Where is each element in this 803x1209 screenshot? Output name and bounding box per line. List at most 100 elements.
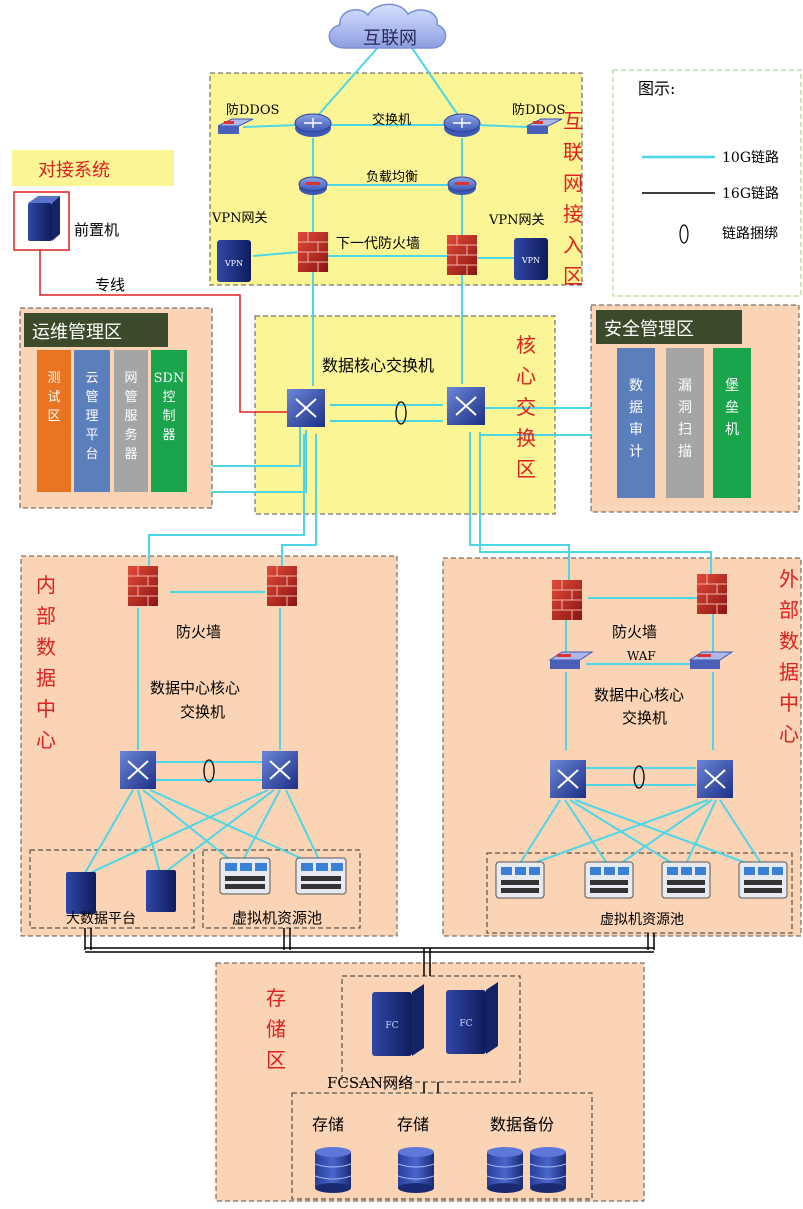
storage-zone-title-char: 区 bbox=[266, 1048, 286, 1072]
legend-bundle-icon bbox=[679, 224, 689, 244]
dc-core-switch-icon bbox=[262, 751, 298, 789]
security-column-char: 描 bbox=[678, 444, 692, 460]
external-dc-title-char: 心 bbox=[779, 722, 799, 746]
firewall-icon bbox=[128, 566, 158, 606]
security-column-char: 计 bbox=[629, 444, 643, 460]
external-core-switch-label-2: 交换机 bbox=[622, 709, 667, 727]
ops-column-char: 测 bbox=[47, 371, 60, 386]
ops-column-char: 控 bbox=[162, 390, 175, 405]
front-server-label: 前置机 bbox=[74, 221, 119, 239]
storage-label: 存储 bbox=[312, 1115, 344, 1134]
firewall-icon bbox=[697, 574, 727, 614]
waf-icon bbox=[548, 651, 594, 669]
ops-title: 运维管理区 bbox=[32, 322, 122, 343]
backup-disk-icon bbox=[529, 1147, 567, 1193]
load-balancer-icon bbox=[447, 176, 477, 195]
ops-column-char: 务 bbox=[124, 427, 137, 443]
fc-label: FC bbox=[459, 1019, 472, 1029]
internal-dc-title-char: 心 bbox=[36, 728, 56, 752]
links-16g bbox=[84, 928, 655, 1093]
security-column-char: 漏 bbox=[678, 378, 692, 394]
vpn-gateway-icon bbox=[514, 238, 548, 280]
vpn-gateway-label: VPN网关 bbox=[211, 211, 268, 226]
storage-disk-icon bbox=[397, 1147, 435, 1193]
big-data-label: 大数据平台 bbox=[66, 911, 136, 927]
internet-cloud-icon bbox=[328, 3, 447, 49]
vpn-icon-label: VPN bbox=[521, 256, 540, 265]
front-server-icon bbox=[28, 196, 60, 241]
ops-column-char: 理 bbox=[85, 409, 98, 424]
storage-zone-title-char: 存 bbox=[266, 986, 286, 1010]
internal-dc-title-char: 据 bbox=[36, 666, 56, 690]
firewall-icon bbox=[267, 566, 297, 606]
vm-pool-group-internal bbox=[202, 849, 361, 929]
vpn-icon-label: VPN bbox=[224, 259, 243, 268]
legend-bundle-label: 链路捆绑 bbox=[722, 226, 778, 242]
legend-title: 图示: bbox=[638, 79, 675, 98]
front-server-frame bbox=[13, 191, 70, 251]
sec-col-audit bbox=[617, 348, 655, 498]
vm-server-icon bbox=[219, 857, 271, 895]
external-dc-title-char: 外 bbox=[779, 567, 799, 591]
ops-title-bg bbox=[24, 313, 168, 347]
dedicated-line bbox=[39, 250, 287, 413]
docking-title: 对接系统 bbox=[38, 160, 110, 181]
ops-column-char: 平 bbox=[85, 428, 98, 443]
core-zone-title-char: 区 bbox=[516, 457, 536, 481]
ops-column-char: 网 bbox=[124, 371, 137, 386]
ops-col-cloud bbox=[74, 350, 110, 492]
external-core-switch-label-1: 数据中心核心 bbox=[594, 686, 684, 704]
internal-firewall-label: 防火墙 bbox=[176, 623, 221, 641]
sec-col-bastion bbox=[713, 348, 751, 498]
docking-title-bg bbox=[12, 150, 174, 186]
firewall-icon bbox=[298, 232, 328, 272]
ops-column-char: 管 bbox=[124, 390, 137, 405]
ops-column-char: 试 bbox=[47, 390, 60, 405]
ops-column-char: 台 bbox=[85, 447, 98, 462]
backup-label: 数据备份 bbox=[490, 1115, 554, 1134]
ops-column-char: 区 bbox=[47, 409, 60, 424]
ops-col-nms bbox=[114, 350, 148, 492]
anti-ddos-icon bbox=[526, 118, 563, 134]
storage-label: 存储 bbox=[397, 1115, 429, 1134]
waf-icon bbox=[688, 651, 734, 669]
links-10g bbox=[84, 44, 765, 874]
internal-core-switch-label-2: 交换机 bbox=[180, 703, 225, 721]
load-balancer-label: 负载均衡 bbox=[366, 170, 418, 185]
external-dc-title-char: 部 bbox=[779, 598, 799, 622]
internal-dc-title-char: 内 bbox=[36, 573, 56, 597]
switch-label: 交换机 bbox=[372, 112, 411, 128]
external-link-bundle bbox=[633, 765, 645, 789]
core-switch-icon bbox=[447, 387, 485, 425]
big-data-server-icon bbox=[146, 870, 176, 912]
fc-switch-icon bbox=[372, 984, 424, 1056]
switch-icon bbox=[294, 113, 332, 137]
vm-server-icon bbox=[738, 861, 788, 899]
switch-icon bbox=[443, 113, 481, 137]
vm-server-icon bbox=[495, 861, 545, 899]
big-data-server-icon bbox=[66, 872, 96, 914]
internet-zone-title-char: 网 bbox=[563, 171, 583, 195]
core-zone-title-char: 核 bbox=[516, 333, 536, 357]
fc-switch-icon bbox=[446, 982, 498, 1054]
vm-server-icon bbox=[661, 861, 711, 899]
anti-ddos-label: 防DDOS bbox=[512, 102, 565, 118]
security-column-char: 洞 bbox=[678, 400, 692, 416]
internal-core-switch-label-1: 数据中心核心 bbox=[150, 679, 240, 697]
storage-devices-group bbox=[291, 1092, 593, 1200]
internal-vm-pool-label: 虚拟机资源池 bbox=[232, 909, 322, 927]
vm-server-icon bbox=[295, 857, 347, 895]
core-zone-title-char: 交 bbox=[516, 395, 536, 419]
external-vm-pool-label: 虚拟机资源池 bbox=[600, 912, 684, 928]
internal-dc-title-char: 数 bbox=[36, 635, 56, 659]
big-data-group bbox=[29, 849, 195, 929]
dedicated-line-label: 专线 bbox=[95, 276, 125, 294]
internet-zone-title-char: 入 bbox=[563, 233, 583, 257]
core-switch-label: 数据核心交换机 bbox=[322, 356, 434, 375]
fcsan-label: FCSAN网络 bbox=[327, 1074, 413, 1092]
core-switch-icon bbox=[287, 389, 325, 427]
ops-col-sdn bbox=[151, 350, 187, 492]
dc-core-switch-icon bbox=[697, 760, 733, 798]
